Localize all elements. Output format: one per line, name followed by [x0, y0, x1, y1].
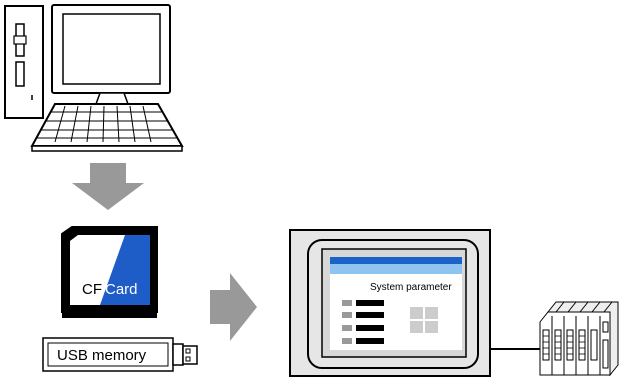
- screen-title: System parameter: [370, 282, 452, 293]
- cf-card-icon: CF Card: [61, 226, 158, 318]
- plc-icon: [539, 301, 619, 377]
- monitor-icon: [51, 4, 171, 105]
- display-unit: System parameter: [289, 229, 491, 377]
- down-arrow-icon: [72, 163, 144, 210]
- usb-memory-label: USB memory: [57, 347, 147, 364]
- parameter-list-icon: [342, 300, 384, 344]
- keyboard-icon: [30, 103, 184, 152]
- pc-tower-icon: [4, 5, 44, 119]
- usb-memory-icon: USB memory: [42, 337, 198, 372]
- cf-card-label-left: CF: [82, 281, 102, 298]
- right-arrow-icon: [210, 273, 257, 341]
- grid-block-icon: [410, 307, 438, 333]
- cf-card-label-right: Card: [105, 281, 138, 298]
